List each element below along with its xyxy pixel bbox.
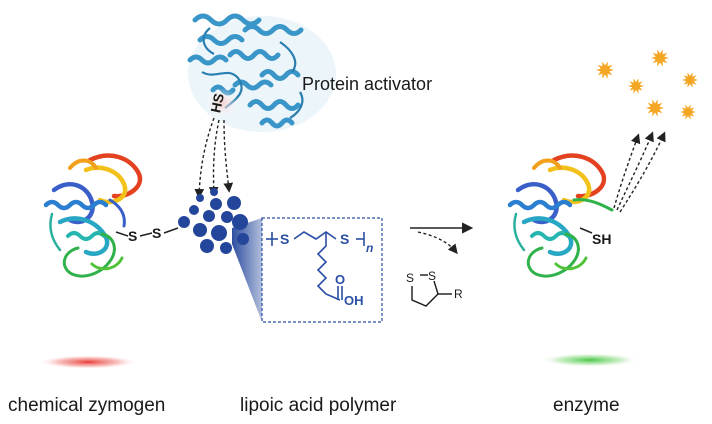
product-star: [682, 72, 698, 88]
hs-glow: [205, 88, 239, 118]
polymer-s-left: S: [280, 231, 289, 247]
product-star: [628, 78, 644, 94]
protein-activator-label: Protein activator: [302, 74, 433, 94]
enzyme-to-product-arrows: [613, 131, 666, 213]
polymer-repeat-n: n: [366, 241, 373, 255]
polymer-acid-oh: OH: [344, 293, 364, 308]
polymer-s-right: S: [340, 231, 349, 247]
disulfide-s-left: S: [128, 228, 137, 244]
ring-s2: S: [428, 269, 436, 283]
activator-to-polymer-arrows: [194, 117, 234, 199]
ring-s1: S: [406, 271, 414, 285]
enzyme-protein-structure: [507, 153, 614, 278]
zoom-beam: [232, 218, 262, 322]
caption-enzyme: enzyme: [553, 395, 620, 416]
dithiolane-ring: [411, 274, 452, 307]
product-star: [680, 104, 696, 120]
product-star: [646, 99, 664, 117]
enzyme-sh-label: SH: [592, 231, 611, 247]
enzyme-glow: [540, 353, 640, 367]
zymogen-glow: [38, 355, 138, 369]
polymer-acid-o: O: [335, 272, 345, 287]
disulfide-s-right: S: [152, 225, 161, 241]
caption-lipoic-acid-polymer: lipoic acid polymer: [240, 395, 397, 416]
reaction-arrow: [410, 222, 474, 255]
polymer-skeleton: [266, 231, 365, 301]
zymogen-protein-structure: [43, 153, 143, 278]
caption-chemical-zymogen: chemical zymogen: [8, 395, 166, 416]
hs-group-label: HS: [207, 92, 227, 114]
product-star: [651, 49, 669, 67]
disulfide-linker: [115, 227, 179, 237]
ring-r-group: R: [454, 287, 463, 301]
product-star: [596, 61, 614, 79]
product-stars: [596, 49, 698, 120]
